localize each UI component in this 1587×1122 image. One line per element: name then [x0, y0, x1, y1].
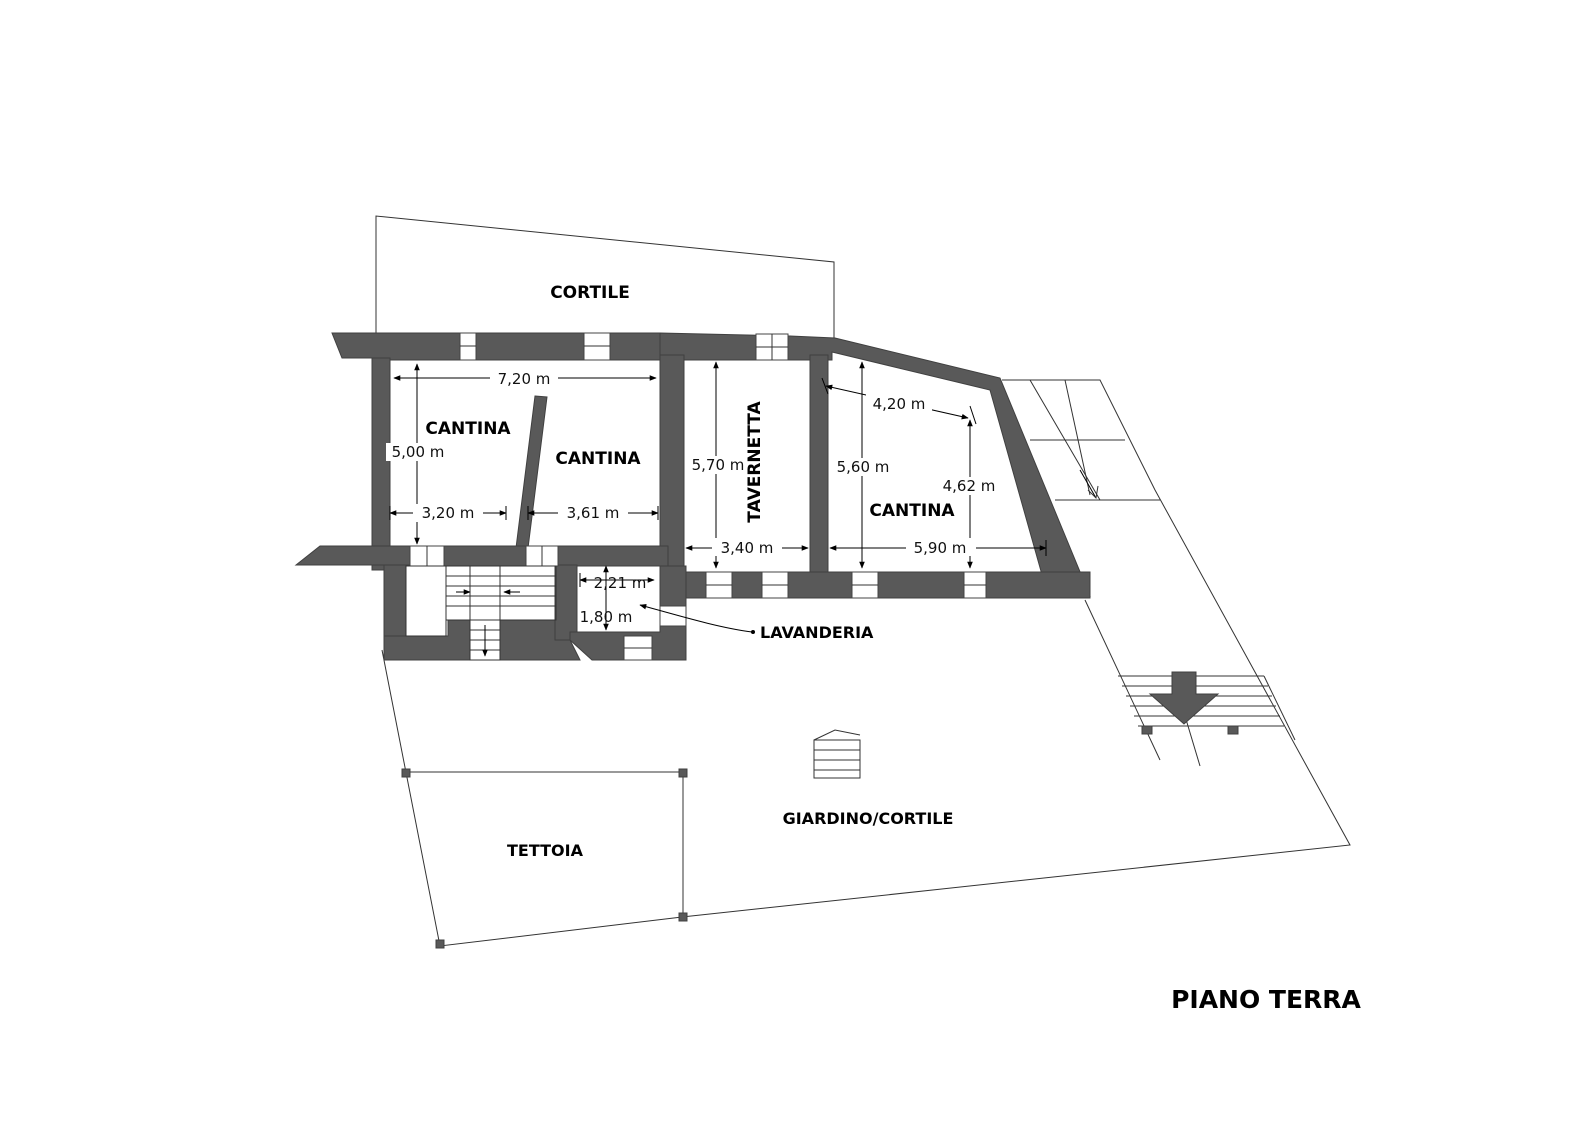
openings [409, 332, 987, 661]
walls [294, 332, 1091, 661]
dim-cantina-3-top: 4,20 m [873, 395, 926, 413]
label-cantina-2: CANTINA [555, 449, 641, 469]
label-cantina-3: CANTINA [869, 501, 955, 521]
label-backgrounds [386, 369, 1000, 556]
room-labels: CORTILE CANTINA CANTINA TAVERNETTA CANTI… [425, 283, 955, 860]
dimension-labels: 7,20 m 5,00 m 3,20 m 3,61 m 5,70 m 3,40 … [392, 370, 996, 626]
label-tavernetta: TAVERNETTA [745, 400, 765, 522]
dim-cantina-3-left-height: 5,60 m [837, 458, 890, 476]
dim-tavernetta-width: 3,40 m [721, 539, 774, 557]
tettoia-structure [401, 768, 688, 949]
dim-cantina-height: 5,00 m [392, 443, 445, 461]
dim-cantina-2-width: 3,61 m [567, 504, 620, 522]
dim-lavanderia-width: 2,21 m [594, 574, 647, 592]
dim-tavernetta-height: 5,70 m [692, 456, 745, 474]
dim-cantina-width-total: 7,20 m [498, 370, 551, 388]
label-tettoia: TETTOIA [507, 841, 584, 860]
label-giardino: GIARDINO/CORTILE [783, 809, 954, 828]
label-cantina-1: CANTINA [425, 419, 511, 439]
label-lavanderia: LAVANDERIA [760, 623, 874, 642]
stairs [405, 469, 1296, 779]
dim-cantina-1-width: 3,20 m [422, 504, 475, 522]
dimension-lines [389, 361, 1047, 634]
dim-cantina-3-right-height: 4,62 m [943, 477, 996, 495]
dim-cantina-3-width: 5,90 m [914, 539, 967, 557]
dim-lavanderia-height: 1,80 m [580, 608, 633, 626]
page-title: PIANO TERRA [1171, 985, 1361, 1014]
label-cortile-top: CORTILE [550, 283, 630, 303]
